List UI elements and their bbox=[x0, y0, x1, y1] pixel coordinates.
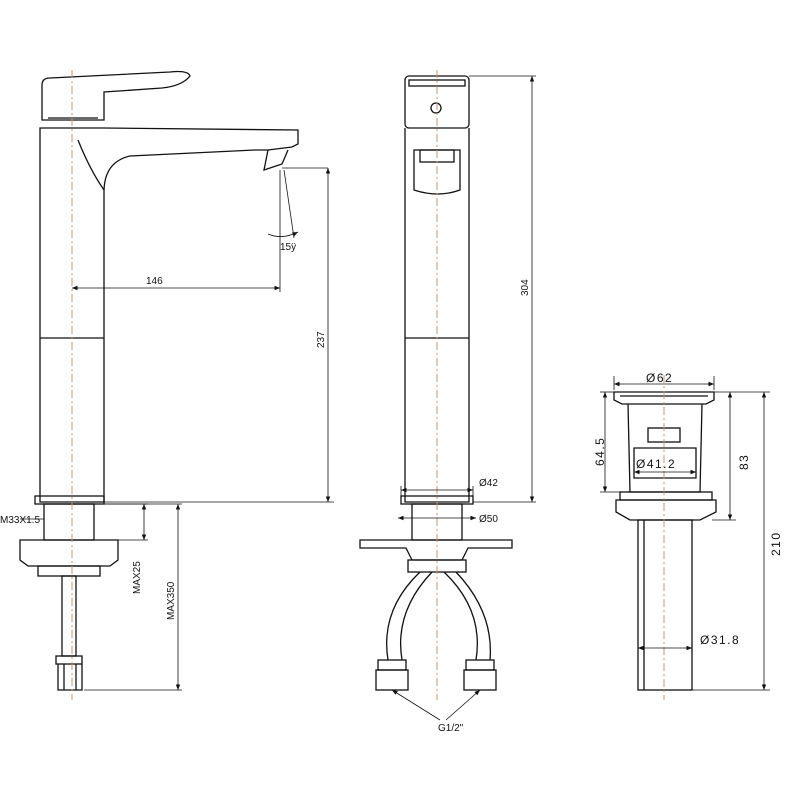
dim-inner-dia: Ø41.2 bbox=[636, 457, 676, 471]
dim-max-deck: MAX25 bbox=[132, 561, 143, 594]
faucet-front-view bbox=[19, 70, 299, 691]
dim-cap-height: 64.5 bbox=[593, 437, 607, 466]
dim-base-dia: Ø50 bbox=[479, 514, 498, 525]
dim-total-height: 304 bbox=[520, 279, 531, 296]
dim-spout-reach: 146 bbox=[146, 276, 163, 287]
handle-lever bbox=[41, 70, 191, 121]
dim-drain-total-height: 210 bbox=[769, 531, 783, 556]
dim-body-height: 83 bbox=[737, 454, 751, 470]
dim-spout-height: 237 bbox=[316, 331, 327, 348]
dim-thread: M33X1.5 bbox=[0, 515, 40, 526]
dim-hose-thread: G1/2" bbox=[438, 723, 464, 734]
mounting-shank bbox=[19, 503, 119, 691]
faucet-side-view bbox=[359, 75, 513, 691]
dim-top-dia: Ø62 bbox=[646, 371, 673, 385]
front-dimensions bbox=[20, 167, 334, 691]
dim-flow-angle: 15ÿ bbox=[280, 242, 296, 253]
base-ring bbox=[34, 495, 105, 505]
side-dimensions bbox=[391, 75, 536, 721]
spout bbox=[39, 127, 299, 503]
drain-dimensions bbox=[600, 376, 770, 691]
flex-hoses bbox=[375, 571, 497, 691]
dim-body-dia: Ø42 bbox=[479, 478, 498, 489]
dim-max-hose: MAX350 bbox=[166, 581, 177, 620]
dim-pipe-dia: Ø31.8 bbox=[700, 633, 740, 647]
drain-pipe bbox=[637, 519, 693, 691]
